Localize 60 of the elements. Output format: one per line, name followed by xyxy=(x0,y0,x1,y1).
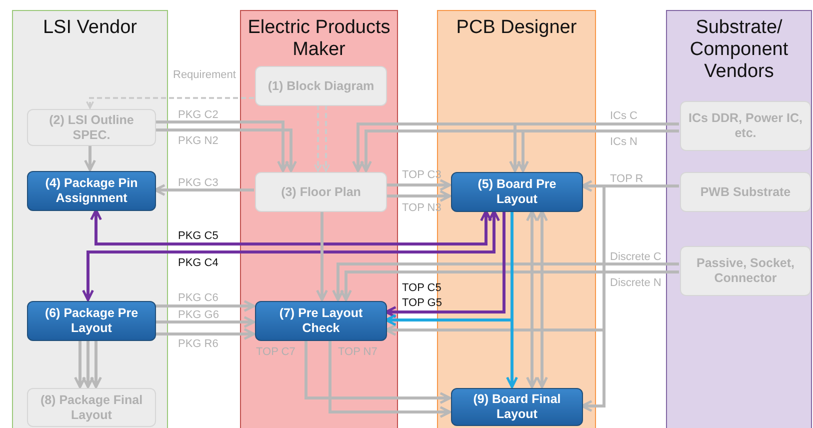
arrow xyxy=(154,184,254,196)
arrow xyxy=(84,145,96,172)
arrow xyxy=(526,210,538,388)
arrow xyxy=(332,262,679,302)
dashed-arrow xyxy=(314,105,322,172)
process-box: ICs DDR, Power IC, etc. xyxy=(680,101,811,151)
edge-label: PKG N2 xyxy=(178,134,218,148)
process-box: (8) Package Final Layout xyxy=(27,388,156,427)
arrow xyxy=(155,300,256,312)
arrow xyxy=(304,340,452,404)
edge-label: TOP C7 xyxy=(256,345,296,359)
edge-label: ICs N xyxy=(610,135,638,149)
arrow xyxy=(536,210,548,388)
arrow xyxy=(155,328,256,340)
edge-label: PKG C3 xyxy=(178,176,218,190)
edge-label: TOP R xyxy=(610,172,644,186)
lane-heading: PCB Designer xyxy=(455,17,578,39)
arrow xyxy=(82,210,500,302)
edge-label: PKG C5 xyxy=(178,229,218,243)
arrow xyxy=(155,128,297,172)
arrow xyxy=(316,211,328,302)
edge-label: TOP N7 xyxy=(338,345,378,359)
edge-label: PKG R6 xyxy=(178,337,218,351)
swimlane xyxy=(240,10,398,428)
arrow xyxy=(506,211,518,388)
arrow xyxy=(155,316,256,328)
process-box: (7) Pre Layout Check xyxy=(255,301,387,341)
process-box: (5) Board Pre Layout xyxy=(451,172,583,212)
process-box: (1) Block Diagram xyxy=(255,66,387,106)
dashed-arrow xyxy=(86,97,254,109)
process-box: (6) Package Pre Layout xyxy=(27,301,156,341)
process-box: Passive, Socket, Connector xyxy=(680,246,811,296)
arrow xyxy=(340,270,679,302)
process-box: (2) LSI Outline SPEC. xyxy=(27,109,156,146)
edge-label: PKG C4 xyxy=(178,256,218,270)
arrow xyxy=(328,340,452,418)
edge-label: PKG C6 xyxy=(178,291,218,305)
edge-label: Requirement xyxy=(173,68,236,82)
lane-heading: Substrate/ Component Vendors xyxy=(688,17,790,83)
arrow xyxy=(155,120,289,172)
arrow xyxy=(386,179,452,191)
edge-label: ICs C xyxy=(610,109,638,123)
process-box: (3) Floor Plan xyxy=(255,172,387,212)
swimlane xyxy=(666,10,812,428)
arrow xyxy=(386,190,452,202)
process-box: (9) Board Final Layout xyxy=(451,388,583,426)
edge-label: Discrete C xyxy=(610,250,662,264)
lane-heading: LSI Vendor xyxy=(42,17,138,39)
swimlane xyxy=(12,10,168,428)
lane-heading: Electric Products Maker xyxy=(246,17,392,61)
edge-label: PKG C2 xyxy=(178,108,218,122)
arrow xyxy=(74,340,86,388)
dashed-arrow xyxy=(322,105,330,172)
edge-label: Discrete N xyxy=(610,276,662,290)
arrow xyxy=(82,340,94,388)
process-box: PWB Substrate xyxy=(680,172,811,212)
process-box: (4) Package Pin Assignment xyxy=(27,171,156,211)
edge-label: PKG G6 xyxy=(178,308,219,322)
arrow xyxy=(90,208,492,246)
arrow xyxy=(90,340,102,388)
